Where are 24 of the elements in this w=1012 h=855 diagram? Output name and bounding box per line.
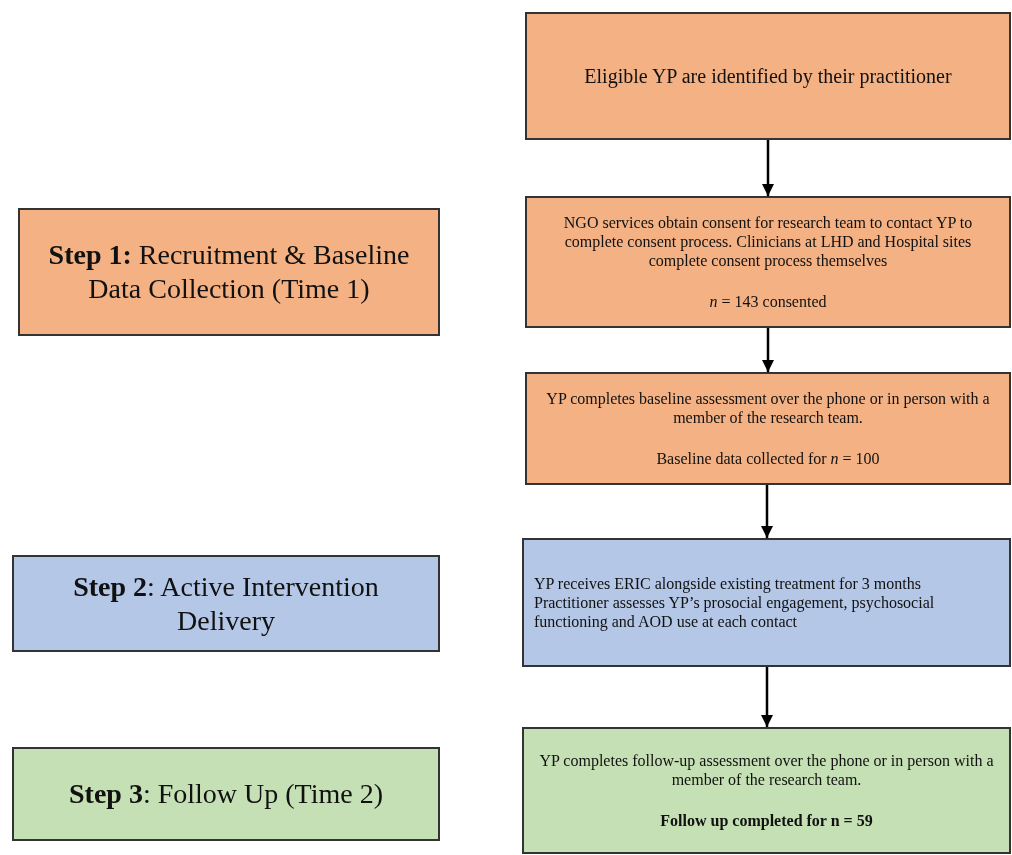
process-box [525, 12, 1011, 140]
box-text: Baseline data collected for n = 100 [656, 449, 880, 469]
box-text: NGO services obtain consent for research team to contact YP to complete consent process. Clinicians at LHD and Hospital sites complete consent process themselves [562, 212, 974, 271]
step-box [12, 555, 440, 652]
box-text: Step 1: Recruitment & Baseline Data Collection (Time 1) [47, 238, 411, 306]
box-text: YP receives ERIC alongside existing treatment for 3 months [534, 573, 921, 593]
process-box [522, 727, 1011, 854]
box-text: YP completes baseline assessment over the phone or in person with a member of the research team. [545, 388, 991, 428]
box-text: Step 2: Active Intervention Delivery [72, 569, 380, 638]
process-box [522, 538, 1011, 667]
process-box [525, 196, 1011, 328]
box-text: Practitioner assesses YP’s prosocial engagement, psychosocial functioning and AOD use at each contact [534, 593, 936, 632]
arrow [761, 140, 775, 196]
box-text: YP completes follow-up assessment over the phone or in person with a member of the research team. [538, 750, 995, 790]
arrow [761, 328, 775, 372]
box-text: Follow up completed for n = 59 [660, 811, 873, 831]
process-box [525, 372, 1011, 485]
arrow [760, 667, 774, 727]
box-text: Eligible YP are identified by their practitioner [584, 64, 952, 88]
box-text: n = 143 consented [709, 292, 827, 312]
box-text: Step 3: Follow Up (Time 2) [69, 777, 383, 811]
step-box [12, 747, 440, 841]
arrow [760, 485, 774, 538]
step-box [18, 208, 440, 336]
